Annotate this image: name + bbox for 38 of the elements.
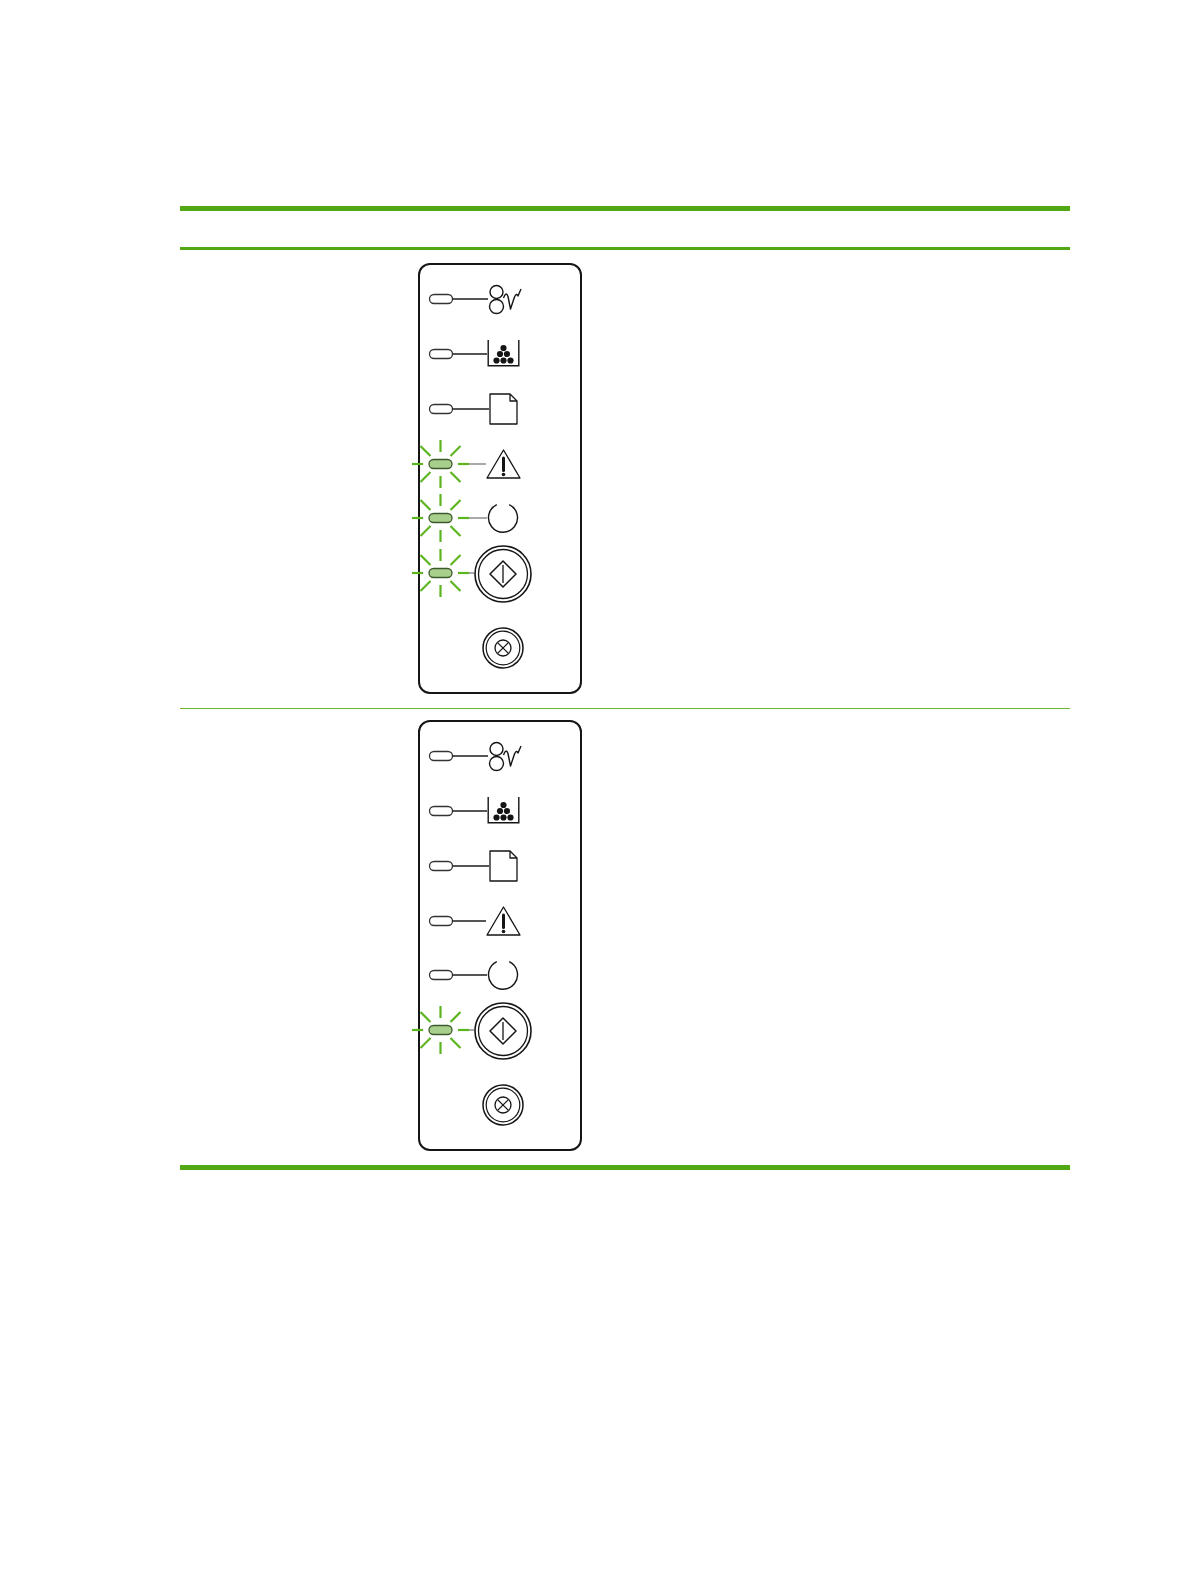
- glowing-indicator-icon: [412, 1006, 469, 1054]
- connector-line: [451, 920, 487, 922]
- diamond-button-icon: [474, 1002, 532, 1060]
- connector-line: [468, 517, 488, 519]
- connector-line: [451, 298, 489, 300]
- indicator-light-icon: [428, 751, 453, 761]
- cancel-button-icon: [482, 1084, 524, 1126]
- toner-icon: [487, 797, 520, 824]
- connector-line: [451, 810, 488, 812]
- connector-line: [468, 1029, 475, 1031]
- toner-icon: [487, 340, 520, 367]
- indicator-light-icon: [428, 861, 453, 871]
- glowing-indicator-icon: [412, 494, 469, 542]
- indicator-light-icon: [428, 970, 453, 980]
- indicator-light-icon: [428, 916, 453, 926]
- ring-icon: [487, 959, 519, 991]
- cancel-button-icon: [482, 627, 524, 669]
- connector-line: [451, 353, 488, 355]
- page-icon: [489, 850, 518, 882]
- glowing-indicator-icon: [412, 440, 469, 488]
- warning-icon: [486, 906, 521, 936]
- indicator-light-icon: [428, 806, 453, 816]
- diamond-button-icon: [474, 545, 532, 603]
- glowing-indicator-icon: [412, 549, 469, 597]
- ring-icon: [487, 502, 519, 534]
- indicator-light-icon: [428, 349, 453, 359]
- connector-line: [451, 755, 489, 757]
- indicator-light-icon: [428, 294, 453, 304]
- indicator-light-icon: [428, 404, 453, 414]
- jam-icon: [488, 741, 522, 772]
- connector-line: [451, 865, 490, 867]
- connector-line: [451, 974, 488, 976]
- connector-line: [468, 463, 487, 465]
- connector-line: [451, 408, 490, 410]
- warning-icon: [486, 449, 521, 479]
- page-icon: [489, 393, 518, 425]
- connector-line: [468, 572, 475, 574]
- jam-icon: [488, 284, 522, 315]
